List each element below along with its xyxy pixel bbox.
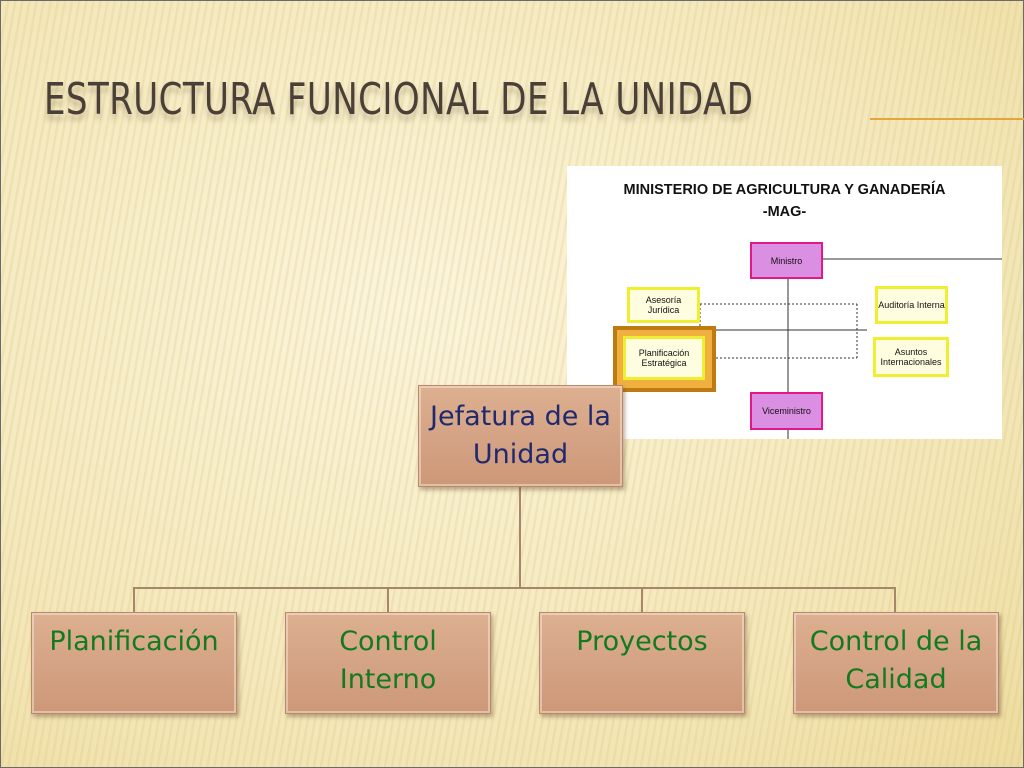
- node-planificacion: Planificación: [31, 612, 237, 714]
- node-jefatura: Jefatura de la Unidad: [418, 385, 623, 487]
- node-control-interno: Control Interno: [285, 612, 491, 714]
- inset-box-viceministro: Viceministro: [750, 392, 823, 430]
- slide-title: ESTRUCTURA FUNCIONAL DE LA UNIDAD: [44, 74, 754, 125]
- connector-child-1: [133, 587, 135, 613]
- inset-box-ministro: Ministro: [750, 242, 823, 279]
- title-underline: [870, 118, 1024, 120]
- inset-box-auditoria: Auditoría Interna: [875, 286, 948, 324]
- inset-box-planificacion: Planificación Estratégica: [623, 336, 705, 380]
- connector-root-down: [519, 486, 521, 588]
- mag-org-chart-image: MINISTERIO DE AGRICULTURA Y GANADERÍA -M…: [567, 166, 1002, 439]
- inset-title-line1: MINISTERIO DE AGRICULTURA Y GANADERÍA: [623, 182, 946, 198]
- node-control-calidad: Control de la Calidad: [793, 612, 999, 714]
- inset-box-asuntos: Asuntos Internacionales: [873, 337, 949, 377]
- connector-child-4: [894, 587, 896, 613]
- connector-horizontal: [133, 587, 896, 589]
- inset-title-line2: -MAG-: [762, 204, 807, 220]
- connector-child-2: [387, 587, 389, 613]
- inset-box-asesoria: Asesoría Jurídica: [627, 287, 700, 323]
- connector-child-3: [641, 587, 643, 613]
- node-proyectos: Proyectos: [539, 612, 745, 714]
